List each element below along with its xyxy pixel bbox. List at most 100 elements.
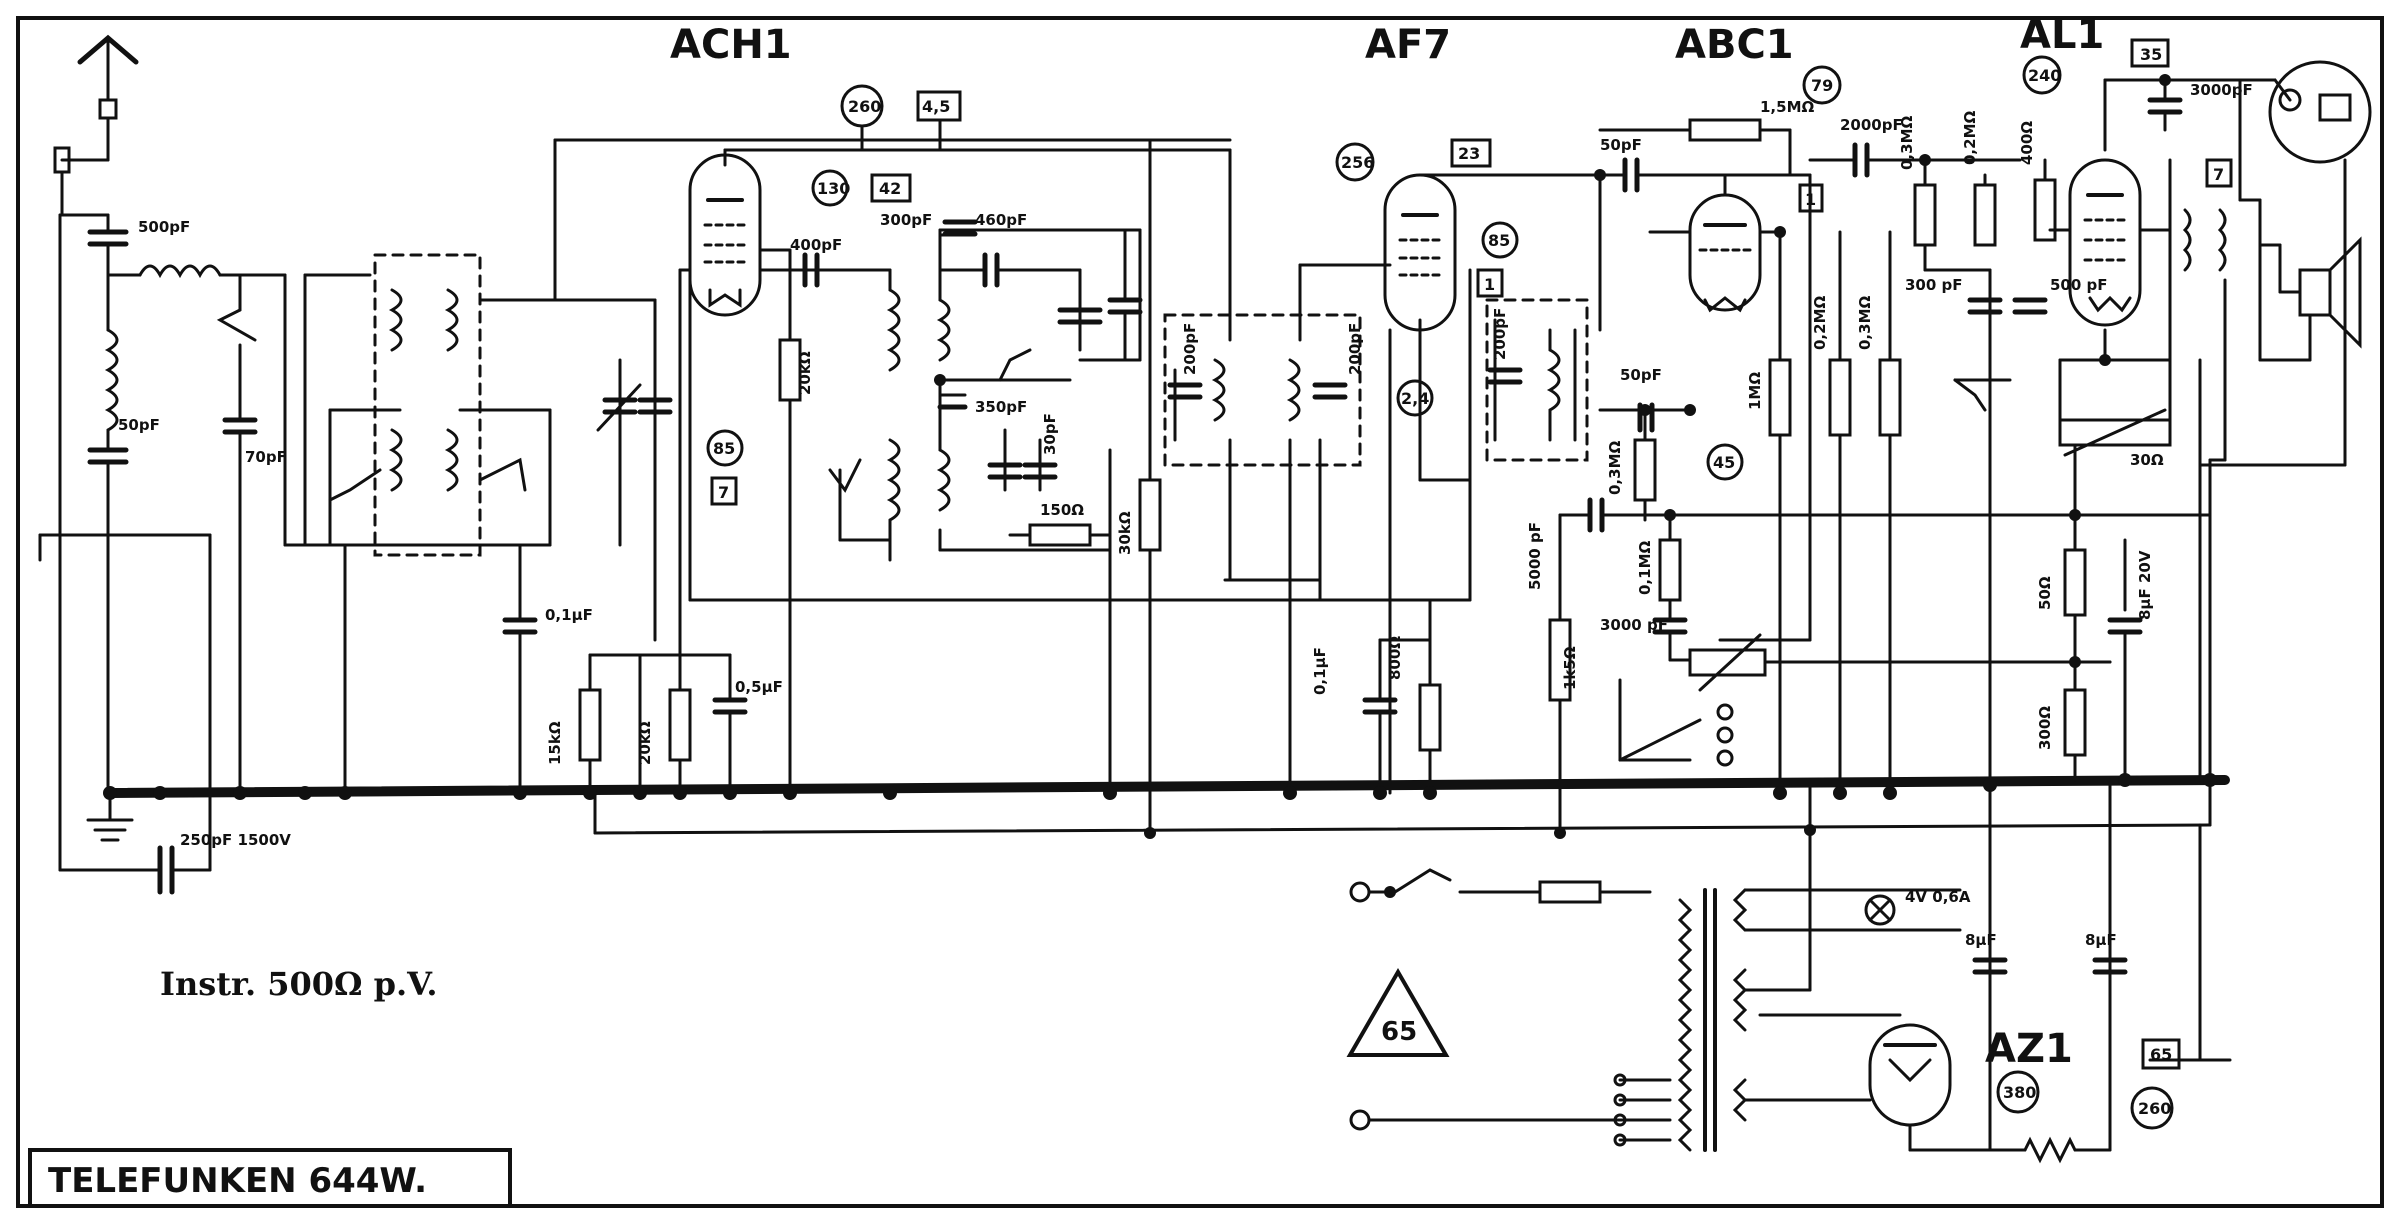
- dial-lamp: [1743, 888, 1962, 932]
- svg-text:8μF: 8μF: [1965, 931, 1997, 949]
- volume-pot: [1688, 648, 1767, 677]
- svg-text:500pF: 500pF: [138, 218, 190, 236]
- marker-380: 380: [1996, 1070, 2040, 1114]
- svg-text:7: 7: [2213, 165, 2224, 184]
- marker-23: 23: [1450, 138, 1492, 168]
- svg-text:0,3MΩ: 0,3MΩ: [1898, 116, 1916, 170]
- svg-text:1: 1: [1805, 190, 1816, 209]
- tube-az1: [1868, 1023, 1952, 1127]
- tube-abc1: [1688, 193, 1762, 313]
- svg-text:85: 85: [713, 439, 735, 458]
- svg-text:70pF: 70pF: [245, 448, 287, 466]
- svg-text:0,1μF: 0,1μF: [545, 606, 593, 624]
- b-plus-bus: [593, 823, 2212, 835]
- svg-text:0,2MΩ: 0,2MΩ: [1961, 111, 1979, 165]
- drawing-frame: [16, 16, 2384, 1208]
- tone-switch: [1618, 678, 1734, 767]
- marker-256: 256: [1335, 142, 1375, 182]
- svg-text:30pF: 30pF: [1041, 413, 1059, 455]
- svg-text:85: 85: [1488, 231, 1510, 250]
- tube-al1: [2068, 158, 2142, 327]
- marker-65-box: 65: [2141, 1038, 2181, 1070]
- svg-text:50Ω: 50Ω: [2036, 576, 2054, 610]
- svg-text:8μF: 8μF: [2085, 931, 2117, 949]
- svg-text:200pF: 200pF: [1346, 323, 1364, 375]
- svg-text:35: 35: [2140, 45, 2162, 64]
- if2-shield: [1485, 298, 1589, 462]
- marker-79: 79: [1802, 65, 1842, 105]
- svg-text:300pF: 300pF: [880, 211, 932, 229]
- svg-text:7: 7: [718, 483, 729, 502]
- marker-7-al1: 7: [2205, 158, 2233, 188]
- marker-85-left: 85: [706, 429, 744, 467]
- title-block-text: TELEFUNKEN 644W.: [48, 1161, 427, 1201]
- label-ach1: ACH1: [670, 22, 792, 68]
- svg-text:65: 65: [2150, 1045, 2172, 1064]
- marker-260-top: 260: [840, 84, 884, 152]
- warning-triangle: 65: [1346, 968, 1450, 1057]
- svg-text:200pF: 200pF: [1181, 323, 1199, 375]
- svg-text:4,5: 4,5: [922, 97, 950, 116]
- marker-240: 240: [2022, 55, 2062, 95]
- title-block-box: [28, 1148, 512, 1208]
- marker-7-left: 7: [710, 476, 738, 506]
- input-coil-shield: [373, 253, 482, 557]
- ground-symbol: [86, 791, 134, 842]
- label-abc1: ABC1: [1675, 22, 1794, 68]
- marker-1-af7: 1: [1476, 268, 1504, 298]
- svg-text:260: 260: [848, 97, 881, 116]
- svg-text:20kΩ: 20kΩ: [796, 351, 814, 395]
- svg-text:1,5MΩ: 1,5MΩ: [1760, 98, 1814, 116]
- svg-text:300 pF: 300 pF: [1905, 276, 1963, 294]
- svg-text:0,1μF: 0,1μF: [1311, 647, 1329, 695]
- marker-24: 2,4: [1396, 379, 1434, 417]
- label-af7: AF7: [1365, 22, 1451, 68]
- svg-text:0,2MΩ: 0,2MΩ: [1811, 296, 1829, 350]
- svg-text:0,5μF: 0,5μF: [735, 678, 783, 696]
- svg-text:500 pF: 500 pF: [2050, 276, 2108, 294]
- svg-text:79: 79: [1811, 76, 1833, 95]
- svg-text:30Ω: 30Ω: [2130, 451, 2164, 469]
- cap-250pF: [157, 845, 175, 895]
- svg-text:42: 42: [879, 179, 901, 198]
- svg-text:0,3MΩ: 0,3MΩ: [1856, 296, 1874, 350]
- label-az1: AZ1: [1985, 1026, 2073, 1072]
- svg-text:350pF: 350pF: [975, 398, 1027, 416]
- svg-text:260: 260: [2138, 1099, 2171, 1118]
- power-transformer: [1613, 888, 1748, 1152]
- marker-45-top: 4,5: [916, 90, 962, 152]
- svg-text:400Ω: 400Ω: [2018, 121, 2036, 165]
- tube-ach1: [688, 153, 762, 317]
- if1-shield: [1163, 313, 1362, 467]
- marker-85-af7: 85: [1481, 221, 1519, 259]
- svg-text:130: 130: [817, 179, 850, 198]
- svg-text:0,3MΩ: 0,3MΩ: [1606, 441, 1624, 495]
- svg-text:23: 23: [1458, 144, 1480, 163]
- svg-text:1: 1: [1484, 275, 1495, 294]
- svg-text:30kΩ: 30kΩ: [1116, 511, 1134, 555]
- svg-text:200pF: 200pF: [1491, 308, 1509, 360]
- svg-text:5000 pF: 5000 pF: [1526, 522, 1544, 590]
- svg-text:800Ω: 800Ω: [1386, 636, 1404, 680]
- svg-text:3000pF: 3000pF: [2190, 81, 2253, 99]
- marker-35: 35: [2130, 38, 2170, 68]
- marker-260-bottom: 260: [2130, 1086, 2174, 1130]
- speaker-socket: [2238, 60, 2372, 164]
- marker-45-abc1: 45: [1706, 443, 1744, 481]
- svg-text:460pF: 460pF: [975, 211, 1027, 229]
- svg-text:50pF: 50pF: [118, 416, 160, 434]
- svg-text:45: 45: [1713, 453, 1735, 472]
- junction-dots: [103, 74, 2217, 898]
- svg-text:8μF 20V: 8μF 20V: [2136, 550, 2154, 620]
- svg-text:0,1MΩ: 0,1MΩ: [1636, 541, 1654, 595]
- svg-text:380: 380: [2003, 1083, 2036, 1102]
- mains-input: [1349, 868, 1652, 1131]
- instrument-note: Instr. 500Ω p.V.: [160, 965, 438, 1003]
- svg-text:50pF: 50pF: [1600, 136, 1642, 154]
- loudspeaker: [2238, 198, 2362, 362]
- label-al1: AL1: [2020, 12, 2104, 58]
- svg-text:2000pF: 2000pF: [1840, 116, 1903, 134]
- svg-text:300Ω: 300Ω: [2036, 706, 2054, 750]
- antenna-symbol: [53, 34, 139, 217]
